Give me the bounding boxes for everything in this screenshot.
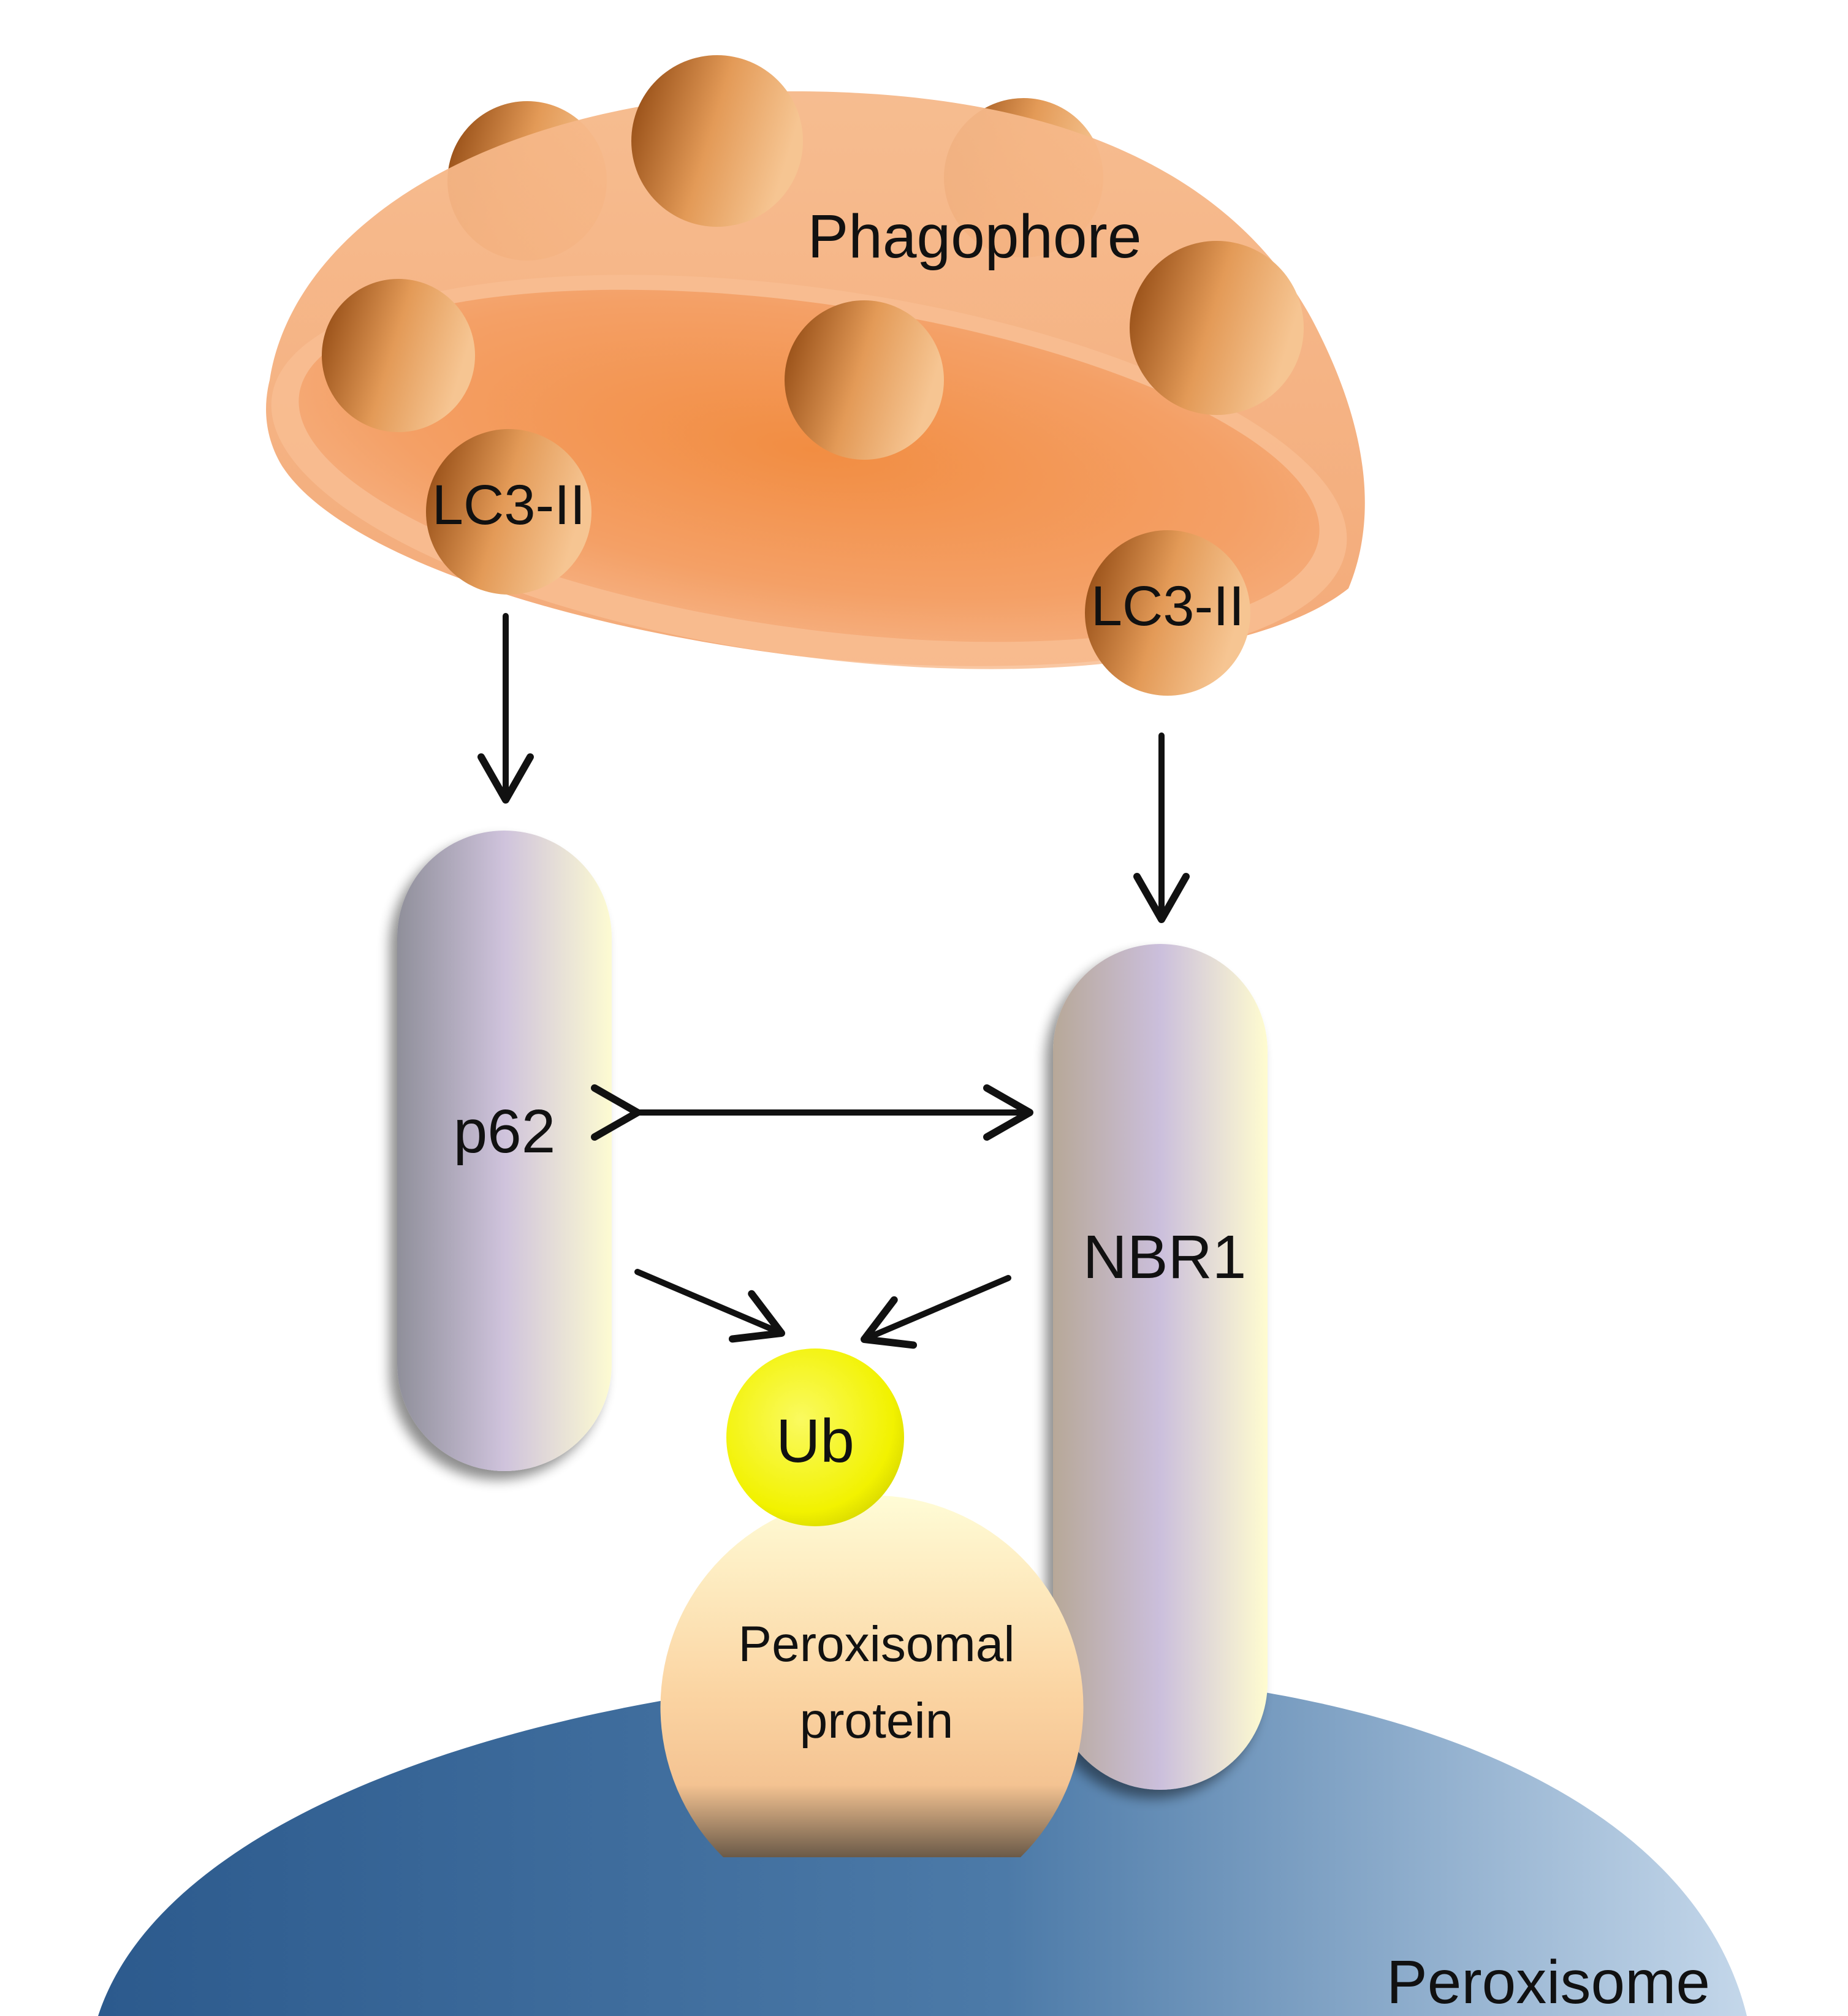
lc3-bead [1130, 241, 1304, 415]
lc3-bead [785, 300, 944, 460]
ubiquitin-body [726, 1348, 904, 1526]
lc3-bead [631, 55, 803, 227]
peroxisomal-protein: Peroxisomal protein [660, 1495, 1084, 1857]
nbr1-receptor [1053, 944, 1268, 1790]
p62-body [397, 831, 612, 1471]
peroxisomal-protein-label-line1: Peroxisomal [738, 1616, 1014, 1672]
arrows [477, 613, 1190, 1349]
peroxisome-label: Peroxisome [1386, 1948, 1710, 2016]
nbr1-label: NBR1 [1083, 1223, 1247, 1291]
lc3-ii-bead-left [426, 429, 591, 595]
arrow-p62-to-ub [634, 1269, 785, 1343]
phagophore-label: Phagophore [808, 202, 1142, 271]
p62-receptor [397, 831, 612, 1471]
nbr1-body [1053, 944, 1268, 1790]
lc3-ii-label-left: LC3-II [432, 474, 586, 536]
ubiquitin-label: Ub [776, 1407, 854, 1475]
arrow-nbr1-to-ub [861, 1275, 1011, 1349]
ubiquitin: Ub [726, 1348, 904, 1526]
lc3-ii-label-right: LC3-II [1091, 575, 1245, 637]
lc3-ii-bead-right [1085, 530, 1250, 696]
peroxisomal-protein-body [660, 1495, 1084, 1857]
p62-label: p62 [454, 1097, 556, 1166]
phagophore: Phagophore LC3-II LC3-II [266, 55, 1365, 696]
peroxisomal-protein-label-line2: protein [800, 1693, 954, 1749]
lc3-bead [322, 279, 475, 432]
